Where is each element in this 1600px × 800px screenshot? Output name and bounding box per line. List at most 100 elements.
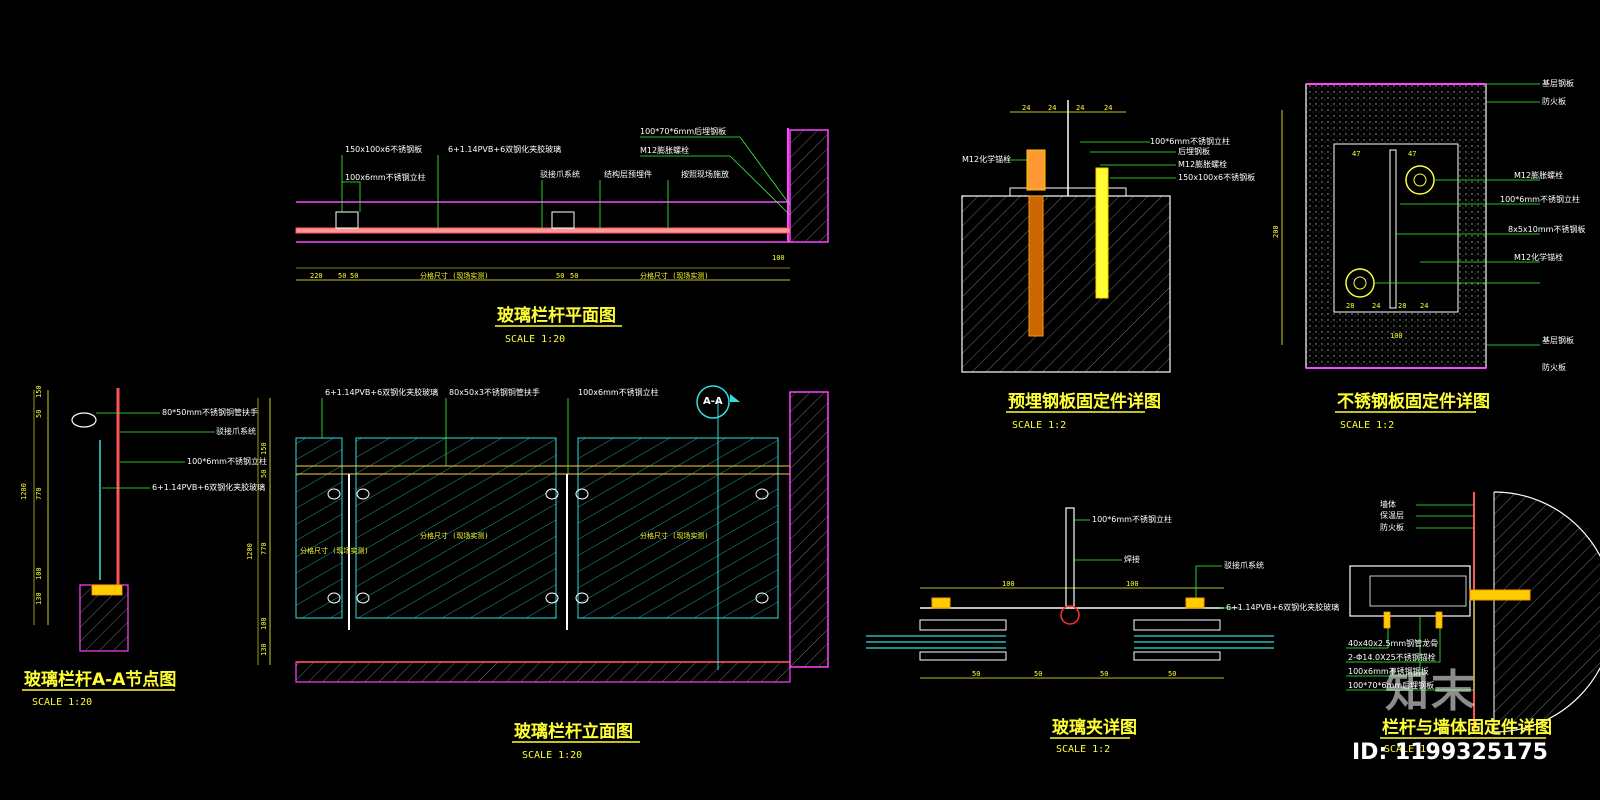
plan-note-3: 6+1.14PVB+6双钢化夹胶玻璃	[448, 144, 561, 154]
clamp-dim-2: 100	[1126, 580, 1139, 588]
plan-dim-3: 50	[350, 272, 358, 280]
plan-post-2	[551, 211, 575, 229]
elevation-floor	[295, 661, 791, 683]
clamp-leaders	[1074, 519, 1240, 609]
wallfix-view: 墙体 保温层 防火板 40x40x2.5mm钢管龙骨 2-Φ14.0X25不锈钢…	[1346, 491, 1600, 755]
stainless-dim-5: 28	[1398, 302, 1406, 310]
plan-dim-4: 50	[556, 272, 564, 280]
elevation-glass-2	[355, 437, 557, 619]
stainless-dim-3: 28	[1346, 302, 1354, 310]
section-dim-1: 1200	[20, 483, 28, 500]
embed-note-2: 100*6mm不锈钢立柱	[1150, 136, 1230, 146]
embed-concrete	[961, 195, 1171, 373]
stainless-dim-7: 100	[1390, 332, 1403, 340]
clamp-disc-right	[1133, 619, 1221, 631]
plan-title: 玻璃栏杆平面图	[497, 305, 616, 326]
stainless-inner-line	[1389, 149, 1397, 309]
wallfix-tube-inner	[1369, 575, 1467, 607]
elevation-note-5: 分格尺寸 (现场实测)	[420, 531, 489, 540]
embed-view: M12化学锚栓 100*6mm不锈钢立柱 后埋钢板 M12膨胀螺栓 150x10…	[961, 100, 1255, 431]
elevation-dim-2: 50	[260, 470, 268, 478]
section-dim-5: 100	[35, 567, 43, 580]
wallfix-note-5: 2-Φ14.0X25不锈钢锚栓	[1348, 652, 1436, 662]
section-note-3: 100*6mm不锈钢立柱	[187, 456, 267, 466]
plan-note-8: 按照现场施放	[681, 169, 729, 179]
section-dim-3: 150	[35, 385, 43, 398]
plan-note-1: 150x100x6不锈钢板	[345, 144, 422, 154]
embed-dim-2: 24	[1048, 104, 1056, 112]
stainless-dim-1: 47	[1352, 150, 1360, 158]
wallfix-screws	[1383, 611, 1443, 629]
watermark-id: ID: 1199325175	[1352, 740, 1548, 765]
elevation-scale: SCALE 1:20	[522, 750, 582, 761]
watermark-logo: 知末	[1385, 666, 1477, 717]
clamp-dim-5: 50	[1100, 670, 1108, 678]
elevation-note-4: 分格尺寸 (现场实测)	[300, 546, 369, 555]
plan-dim-5: 50	[570, 272, 578, 280]
clamp-glass-right	[1134, 635, 1274, 649]
section-note-1: 80*50mm不锈钢铜管扶手	[162, 407, 258, 417]
plan-note-4: 100*70*6mm后埋钢板	[640, 126, 726, 136]
clamp-dim-4: 50	[1034, 670, 1042, 678]
section-leaders	[96, 412, 215, 489]
embed-leaders	[1005, 141, 1176, 179]
embed-dim-1: 24	[1022, 104, 1030, 112]
elevation-glass-3	[577, 437, 779, 619]
wallfix-note-6: 100x6mm不锈钢钢板	[1348, 666, 1429, 676]
stainless-bolt-top-inner	[1413, 173, 1427, 187]
section-scale: SCALE 1:20	[32, 697, 92, 708]
clamp-note-1: 100*6mm不锈钢立柱	[1092, 514, 1172, 524]
plan-note-7: 结构层预埋件	[604, 169, 652, 179]
elevation-note-2: 80x50x3不锈钢铜管扶手	[449, 387, 540, 397]
elevation-note-6: 分格尺寸 (现场实测)	[640, 531, 709, 540]
embed-nut-left	[1026, 149, 1046, 191]
stainless-dim-8: 200	[1272, 225, 1280, 238]
stainless-view: 基层钢板 防火板 M12膨胀螺栓 100*6mm不锈钢立柱 8x5x10mm不锈…	[1272, 78, 1585, 431]
elevation-dim-3: 150	[260, 442, 268, 455]
stainless-note-3: M12膨胀螺栓	[1514, 170, 1563, 180]
elevation-dim-4: 770	[260, 542, 268, 555]
stainless-note-8: 防火板	[1542, 362, 1566, 372]
wallfix-note-1: 墙体	[1380, 499, 1396, 509]
wallfix-note-2: 保温层	[1380, 510, 1404, 520]
clamp-disc-left-bottom	[919, 651, 1007, 661]
section-dim-4: 770	[35, 487, 43, 500]
wallfix-tube	[1349, 565, 1471, 617]
elevation-section-tag-label: A-A	[703, 396, 723, 407]
plan-scale: SCALE 1:20	[505, 334, 565, 345]
section-dim-6: 130	[35, 592, 43, 605]
elevation-dim-1: 1200	[246, 543, 254, 560]
plan-leaders	[341, 136, 791, 228]
wallfix-title: 栏杆与墙体固定件详图	[1382, 717, 1552, 738]
elevation-dim-5: 100	[260, 617, 268, 630]
section-base	[79, 584, 129, 652]
stainless-note-7: 基层钢板	[1542, 335, 1574, 345]
embed-anchor-left	[1028, 195, 1044, 337]
clamp-weld	[1060, 605, 1080, 625]
clamp-view: 100*6mm不锈钢立柱 焊接 驳接爪系统 6+1.14PVB+6双钢化夹胶玻璃…	[866, 507, 1339, 755]
embed-note-3: 后埋钢板	[1178, 146, 1210, 156]
elevation-note-1: 6+1.14PVB+6双钢化夹胶玻璃	[325, 387, 438, 397]
wallfix-anchor	[1469, 589, 1531, 601]
plan-dim-2: 50	[338, 272, 346, 280]
wallfix-scale: SCALE 1:2	[1384, 744, 1438, 755]
elevation-view: A-A 6+1.14PVB+6双钢化夹胶玻璃 80x50x3不锈钢铜管扶手 10…	[246, 385, 829, 761]
section-dim-2: 50	[35, 410, 43, 418]
plan-post-1	[335, 211, 359, 229]
stainless-note-6: M12化学锚栓	[1514, 252, 1563, 262]
embed-note-4: M12膨胀螺栓	[1178, 159, 1227, 169]
stainless-note-4: 100*6mm不锈钢立柱	[1500, 194, 1580, 204]
clamp-disc-right-bottom	[1133, 651, 1221, 661]
clamp-scale: SCALE 1:2	[1056, 744, 1110, 755]
section-note-2: 驳接爪系统	[216, 426, 256, 436]
clamp-note-2: 焊接	[1124, 554, 1140, 564]
plan-note-6: 驳接爪系统	[540, 169, 580, 179]
elevation-dim-6: 130	[260, 643, 268, 656]
plan-note-5: M12膨胀螺栓	[640, 145, 689, 155]
plan-glass	[295, 227, 791, 234]
clamp-glass-left	[866, 635, 1006, 649]
clamp-dim-3: 50	[972, 670, 980, 678]
stainless-note-1: 基层钢板	[1542, 78, 1574, 88]
elevation-title: 玻璃栏杆立面图	[514, 721, 633, 742]
